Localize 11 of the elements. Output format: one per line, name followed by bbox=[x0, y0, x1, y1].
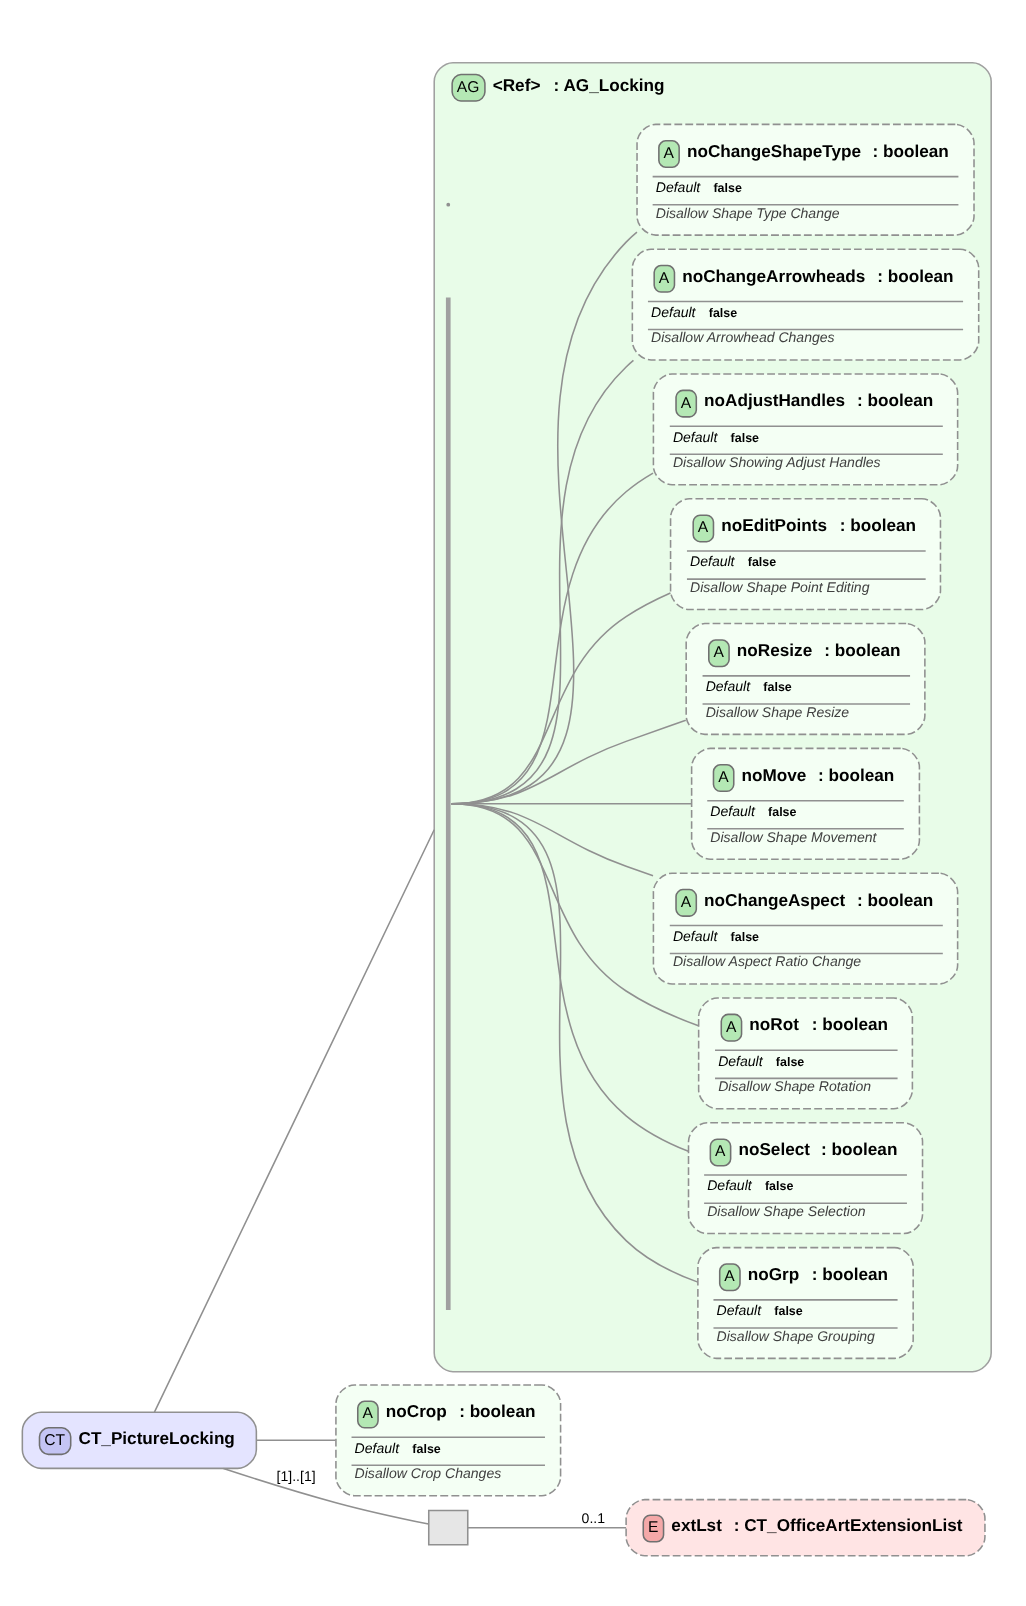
connector bbox=[255, 1439, 337, 1442]
connector bbox=[467, 1526, 627, 1529]
connector bbox=[153, 829, 435, 1413]
connector bbox=[450, 359, 635, 805]
node-box bbox=[427, 1509, 469, 1546]
node-box: CT CT_PictureLocking bbox=[21, 1411, 258, 1470]
node-bar bbox=[445, 297, 451, 1311]
connector bbox=[450, 803, 693, 805]
connector bbox=[450, 231, 638, 805]
connector bbox=[222, 1467, 430, 1525]
node-box: E extLst : CT_OfficeArtExtensionList bbox=[625, 1498, 986, 1557]
